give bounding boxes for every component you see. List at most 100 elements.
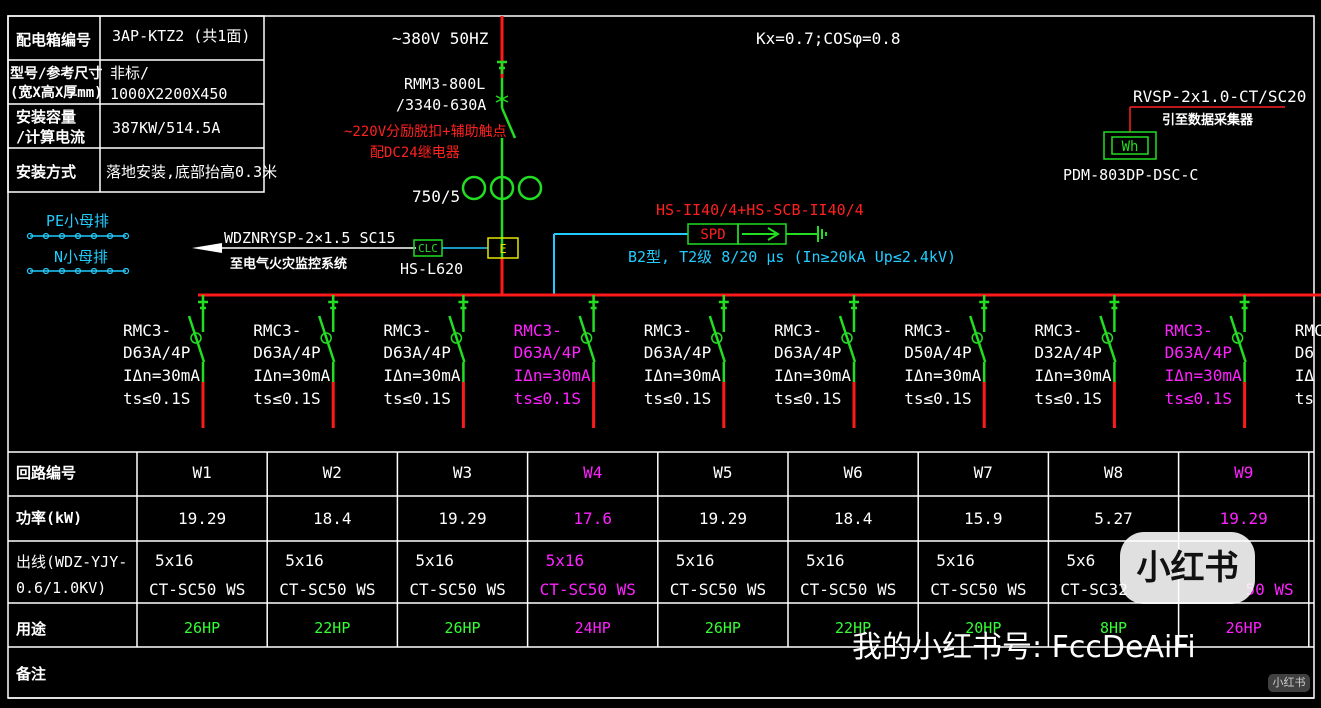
branch-model-5: RMC3- <box>644 321 692 340</box>
pe-bus-terminal-2 <box>42 232 50 240</box>
info-value-model-line1: 非标/ <box>110 64 149 82</box>
circuit-power-W8: 5.27 <box>1094 509 1133 528</box>
circuit-use-W8: 8HP <box>1100 619 1127 637</box>
circuit-id-W8: W8 <box>1104 463 1123 482</box>
info-value-model-line2: 1000X2200X450 <box>110 85 227 103</box>
branch-rating-10: D6 <box>1295 343 1314 362</box>
branch-rating-7: D50A/4P <box>904 343 971 362</box>
watermark-account: 我的小红书号: FccDeAiFi <box>852 630 1196 665</box>
circuit-cable-size-W3: 5x16 <box>415 551 454 570</box>
n-bus-terminal-5 <box>90 267 98 275</box>
branch-model-6: RMC3- <box>774 321 822 340</box>
clc-module-label: CLC <box>418 242 438 255</box>
circuit-cable-size-W1: 5x16 <box>155 551 194 570</box>
branch-breaker-blade-9 <box>1229 315 1247 363</box>
energy-meter-model: PDM-803DP-DSC-C <box>1063 166 1198 184</box>
branch-trip-time-10: ts <box>1295 389 1314 408</box>
branch-trip-time-7: ts≤0.1S <box>904 389 971 408</box>
energy-meter-box <box>1103 131 1157 160</box>
circuit-cable-spec-W2: CT-SC50 WS <box>279 580 375 599</box>
shunt-trip-note: ~220V分励脱扣+辅助触点 <box>344 124 507 140</box>
branch-breaker-contact-icon-7 <box>971 332 983 344</box>
branch-model-4: RMC3- <box>514 321 562 340</box>
branch-terminal-icon-5 <box>718 295 729 314</box>
energy-meter-label: Wh <box>1122 139 1139 155</box>
main-breaker-cross-icon <box>495 95 509 103</box>
branch-leakage-7: IΔn=30mA <box>904 366 981 385</box>
circuit-id-W5: W5 <box>713 463 732 482</box>
watermark-corner: 小红书 <box>1268 674 1310 692</box>
leakage-sensor-box <box>487 237 519 259</box>
n-bus-terminal-4 <box>74 267 82 275</box>
info-value-box-no: 3AP-KTZ2 (共1面) <box>112 27 250 45</box>
energy-meter-inner <box>1111 136 1149 155</box>
circuit-power-W3: 19.29 <box>438 509 486 528</box>
branch-terminal-icon-4 <box>588 295 599 314</box>
circuit-power-W6: 18.4 <box>834 509 873 528</box>
branch-rating-5: D63A/4P <box>644 343 711 362</box>
circuit-id-W2: W2 <box>323 463 342 482</box>
branch-leakage-1: IΔn=30mA <box>123 366 200 385</box>
circuit-use-W1: 26HP <box>184 619 220 637</box>
branch-breaker-contact-icon-2 <box>320 332 332 344</box>
branch-terminal-icon-1 <box>198 295 208 314</box>
branch-breaker-contact-icon-3 <box>450 332 463 344</box>
fire-monitor-note: 至电气火灾监控系统 <box>230 256 347 272</box>
clc-module-model: HS-L620 <box>400 260 463 278</box>
info-label-model-line2: (宽X高X厚mm) <box>10 84 103 101</box>
branch-breaker-blade-5 <box>708 315 726 363</box>
branch-leakage-4: IΔn=30mA <box>514 366 591 385</box>
info-label-model-line1: 型号/参考尺寸 <box>10 65 102 82</box>
branch-breaker-blade-6 <box>838 315 857 363</box>
main-breaker-model: RMM3-800L <box>404 75 485 93</box>
branch-leakage-9: IΔn=30mA <box>1165 366 1242 385</box>
meter-cable-note: 引至数据采集器 <box>1162 112 1254 128</box>
circuit-cable-size-W4: 5x16 <box>546 551 585 570</box>
circuit-cable-spec-W3: CT-SC50 WS <box>409 580 505 599</box>
circuit-use-W4: 24HP <box>575 619 611 637</box>
branch-terminal-icon-3 <box>458 295 469 314</box>
branch-rating-8: D32A/4P <box>1034 343 1101 362</box>
circuit-cable-size-W2: 5x16 <box>285 551 324 570</box>
branch-rating-4: D63A/4P <box>514 343 581 362</box>
ct-ratio-label: 750/5 <box>412 187 460 206</box>
row-label-remark: 备注 <box>15 665 46 683</box>
main-breaker-blade <box>500 107 517 139</box>
branch-leakage-6: IΔn=30mA <box>774 366 851 385</box>
n-bus-terminal-6 <box>106 267 114 275</box>
branch-rating-6: D63A/4P <box>774 343 841 362</box>
meter-cable-label: RVSP-2x1.0-CT/SC20 <box>1133 87 1306 106</box>
circuit-use-W5: 26HP <box>705 619 741 637</box>
spd-model: HS-II40/4+HS-SCB-II40/4 <box>656 201 864 219</box>
branch-trip-time-2: ts≤0.1S <box>253 389 320 408</box>
branch-model-8: RMC3- <box>1034 321 1082 340</box>
row-label-cable-line1: 出线(WDZ-YJY- <box>16 553 127 571</box>
current-transformer-icon-3 <box>517 175 543 201</box>
circuit-id-W9: W9 <box>1234 463 1253 482</box>
branch-leakage-5: IΔn=30mA <box>644 366 721 385</box>
leakage-sensor-label: E <box>499 242 506 256</box>
row-label-cable-line2: 0.6/1.0KV) <box>16 579 106 597</box>
circuit-cable-spec-W9: 50 WS <box>1246 580 1294 599</box>
main-breaker-rating: /3340-630A <box>396 96 486 114</box>
circuit-power-W7: 15.9 <box>964 509 1003 528</box>
circuit-cable-spec-W1: CT-SC50 WS <box>149 580 245 599</box>
branch-rating-1: D63A/4P <box>123 343 190 362</box>
pe-bus-terminal-5 <box>90 232 98 240</box>
row-label-power: 功率(kW) <box>16 509 82 527</box>
branch-model-9: RMC3- <box>1165 321 1213 340</box>
circuit-cable-spec-W5: CT-SC50 WS <box>670 580 766 599</box>
n-bus-terminal-1 <box>26 267 34 275</box>
circuit-cable-spec-W8: CT-SC32 <box>1060 580 1127 599</box>
info-label-capacity-line2: /计算电流 <box>16 128 85 146</box>
current-transformer-icon-1 <box>461 175 487 201</box>
pe-bus-terminal-1 <box>26 232 34 240</box>
